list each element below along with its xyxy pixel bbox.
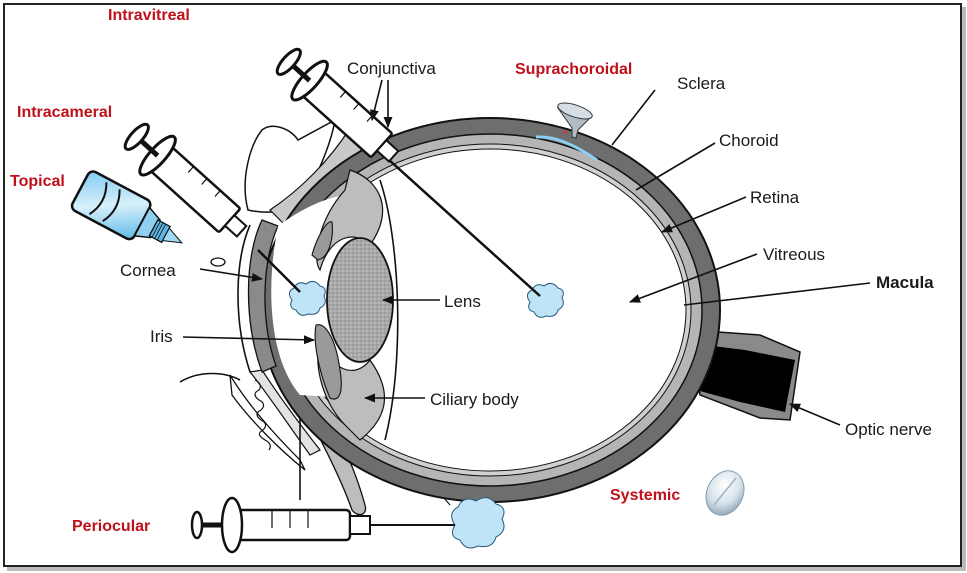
eye-drop-bottle-icon	[70, 170, 226, 267]
periocular-depot	[451, 497, 505, 549]
intravitreal-syringe	[275, 47, 541, 297]
label-vitreous: Vitreous	[763, 245, 825, 264]
label-choroid: Choroid	[719, 131, 779, 150]
label-conjunctiva: Conjunctiva	[347, 59, 436, 78]
label-sclera: Sclera	[677, 74, 726, 93]
cornea	[247, 219, 279, 373]
pill-icon	[705, 470, 745, 516]
label-retina: Retina	[750, 188, 800, 207]
route-label-periocular: Periocular	[72, 518, 150, 535]
periocular-syringe	[190, 496, 455, 554]
funnel-icon	[535, 102, 598, 162]
drop-icon	[210, 257, 226, 267]
suprachoroidal-space	[535, 135, 598, 162]
route-label-intravitreal: Intravitreal	[108, 7, 190, 24]
label-lens: Lens	[444, 292, 481, 311]
drug-depots	[288, 280, 564, 549]
label-optic-nerve: Optic nerve	[845, 420, 932, 439]
label-ciliary-body: Ciliary body	[430, 390, 519, 409]
label-iris: Iris	[150, 327, 173, 346]
label-macula: Macula	[876, 273, 934, 292]
route-label-suprachoroidal: Suprachoroidal	[515, 61, 632, 78]
label-cornea: Cornea	[120, 261, 176, 280]
route-label-topical: Topical	[10, 173, 65, 190]
intracameral-syringe	[123, 122, 301, 293]
route-label-systemic: Systemic	[610, 487, 680, 504]
leader-lines	[182, 79, 871, 426]
iris	[314, 324, 342, 400]
route-label-intracameral: Intracameral	[17, 104, 112, 121]
